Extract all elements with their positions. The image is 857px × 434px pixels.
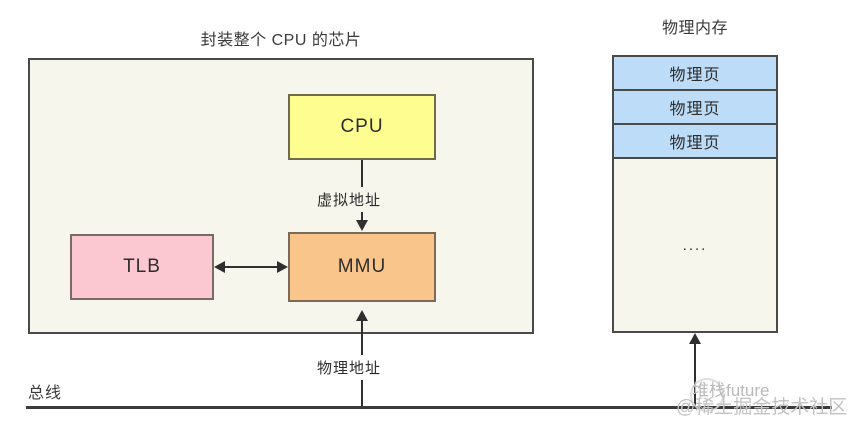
memory-title: 物理内存 [661,20,728,37]
bus-line [26,406,832,409]
cpu-block-label: CPU [340,116,384,137]
memory-remainder-label: .... [682,236,708,254]
chip-title: 封装整个 CPU 的芯片 [200,32,362,49]
memory-remainder-area: .... [614,159,776,331]
tlb-mmu-line [218,266,284,268]
physical-address-label: 物理地址 [311,355,388,380]
memory-page-label: 物理页 [669,101,721,118]
memory-page-label: 物理页 [669,67,721,84]
tlb-mmu-arrowhead-left [214,261,225,273]
memory-page-label: 物理页 [669,135,721,152]
watermark-brand-label: 堆栈future [692,381,770,400]
cpu-to-mmu-arrowhead [356,220,368,231]
watermark-group: 堆栈future @稀土掘金技术社区 [676,376,851,426]
bus-label: 总线 [28,385,63,402]
mmu-block: MMU [288,232,436,302]
tlb-block-label: TLB [123,256,161,277]
cpu-block: CPU [288,94,436,160]
tlb-block: TLB [70,234,214,300]
tlb-mmu-arrowhead-right [277,261,288,273]
memory-page-row: 物理页 [614,57,776,91]
memory-container: 物理页 物理页 物理页 .... [612,55,778,333]
bus-to-memory-arrowhead [689,333,701,344]
bus-to-memory-line [694,344,696,408]
memory-page-row: 物理页 [614,125,776,159]
bus-to-mmu-arrowhead [356,310,368,321]
memory-page-row: 物理页 [614,91,776,125]
mmu-block-label: MMU [337,256,387,277]
virtual-address-label: 虚拟地址 [311,187,388,212]
